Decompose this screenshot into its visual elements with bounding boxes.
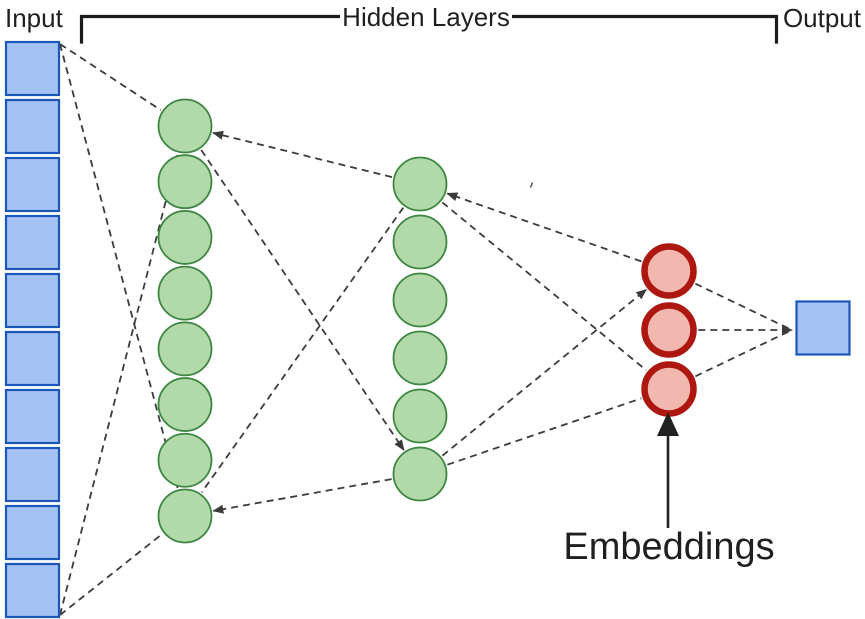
connector-hidden1.0-hidden2.5 xyxy=(200,149,405,451)
output-layer xyxy=(795,300,851,356)
input-node-3 xyxy=(4,214,61,271)
hidden1-node-3 xyxy=(157,265,213,321)
nodes xyxy=(4,40,851,619)
connector-hidden2.5-embeddings.2 xyxy=(447,397,642,466)
input-node-6 xyxy=(4,388,61,445)
connectors xyxy=(59,43,793,616)
hidden1-node-1 xyxy=(157,154,213,210)
connector-embeddings.0-hidden2.0 xyxy=(446,192,642,263)
hidden2-layer xyxy=(392,156,448,502)
input-node-1 xyxy=(4,98,61,155)
input-label: Input xyxy=(5,3,64,33)
hidden2-node-0 xyxy=(392,156,448,212)
hidden2-node-3 xyxy=(392,330,448,386)
connector-hidden2.5-embeddings.0 xyxy=(441,288,648,457)
embeddings-node-1 xyxy=(641,302,697,358)
input-node-4 xyxy=(4,272,61,329)
connector-hidden2.0-hidden1.7 xyxy=(200,207,405,493)
connector-input.top-hidden1.0 xyxy=(59,43,162,111)
hidden2-node-4 xyxy=(392,388,448,444)
connector-hidden2.0-hidden1.0 xyxy=(212,130,393,178)
connector-embeddings.0-output.0 xyxy=(695,282,793,331)
output-node-0 xyxy=(795,300,851,356)
embeddings-pointer-arrow xyxy=(657,412,679,528)
hidden2-node-2 xyxy=(392,272,448,328)
output-label: Output xyxy=(783,3,862,33)
hidden1-node-5 xyxy=(157,377,213,432)
connector-input.bottom-hidden1.0 xyxy=(59,153,179,616)
hidden1-node-2 xyxy=(157,210,213,265)
hidden1-node-7 xyxy=(157,488,213,544)
hidden2-node-1 xyxy=(392,214,448,270)
input-node-2 xyxy=(4,156,61,213)
hidden-layers-label: Hidden Layers xyxy=(342,2,510,32)
hidden1-node-4 xyxy=(157,321,213,377)
connector-input.top-hidden1.7 xyxy=(59,43,179,489)
embeddings-node-2 xyxy=(641,361,697,417)
connector-embeddings.2-output.0 xyxy=(695,329,793,378)
hidden2-node-5 xyxy=(392,446,448,502)
connector-hidden2.5-hidden1.7 xyxy=(212,478,392,514)
hidden1-layer xyxy=(157,98,213,544)
hidden-layers-label-bg xyxy=(340,2,512,30)
connector-input.bottom-hidden1.7 xyxy=(59,533,163,616)
input-node-8 xyxy=(4,504,61,561)
hidden1-node-6 xyxy=(157,432,213,488)
stray-mark xyxy=(529,182,534,188)
hidden1-node-0 xyxy=(157,98,213,154)
input-node-7 xyxy=(4,446,61,503)
input-node-0 xyxy=(4,40,61,97)
input-node-5 xyxy=(4,330,61,387)
embeddings-node-0 xyxy=(641,243,697,299)
input-layer xyxy=(4,40,61,619)
input-node-9 xyxy=(4,562,61,619)
embeddings-label: Embeddings xyxy=(563,526,774,568)
embeddings-layer xyxy=(641,243,697,417)
embeddings-pointer-head xyxy=(657,412,679,436)
connector-hidden2.0-embeddings.2 xyxy=(441,201,647,372)
